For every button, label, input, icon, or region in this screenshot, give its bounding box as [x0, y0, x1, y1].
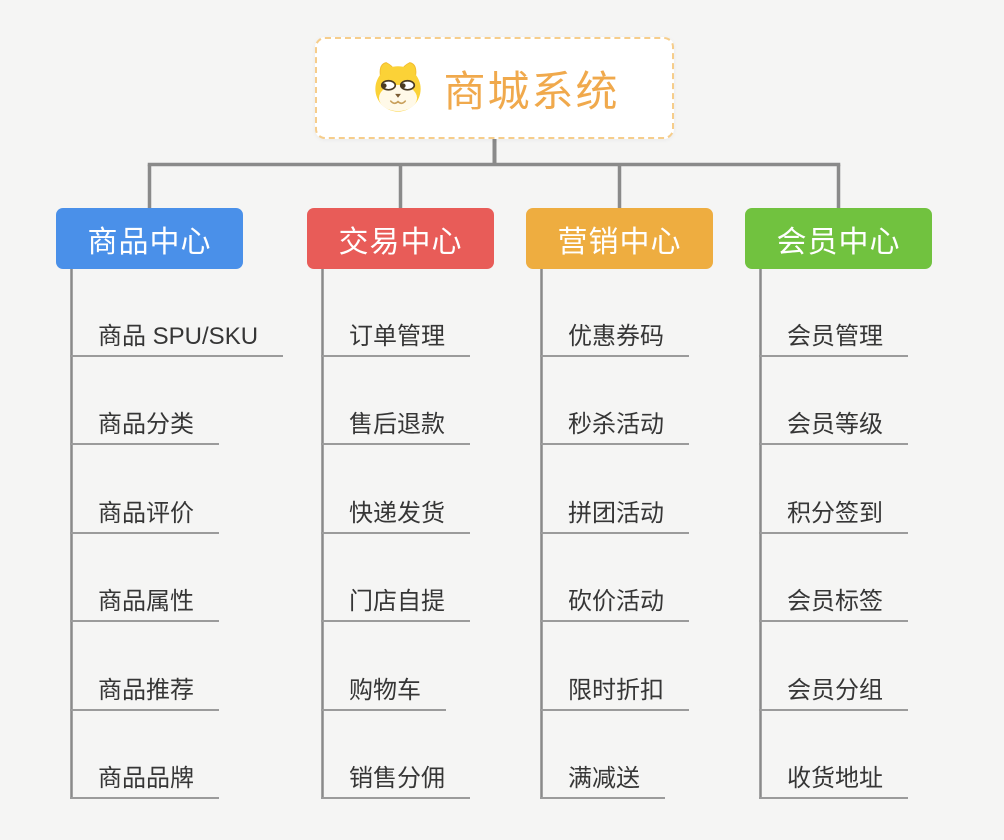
branch-node-2[interactable]: 营销中心: [526, 208, 713, 269]
root-title: 商城系统: [443, 67, 620, 115]
leaf-node[interactable]: 商品推荐: [70, 676, 219, 711]
branch-node-1[interactable]: 交易中心: [307, 208, 494, 269]
leaf-node[interactable]: 满减送: [540, 764, 665, 799]
leaf-node[interactable]: 门店自提: [321, 587, 470, 623]
leaf-node[interactable]: 快递发货: [321, 499, 470, 534]
leaf-node[interactable]: 积分签到: [759, 499, 908, 534]
leaf-node[interactable]: 商品品牌: [70, 764, 219, 799]
leaf-node[interactable]: 限时折扣: [540, 676, 689, 711]
leaf-node[interactable]: 砍价活动: [540, 587, 689, 623]
leaf-node[interactable]: 订单管理: [321, 322, 470, 357]
leaf-node[interactable]: 会员标签: [759, 587, 908, 623]
leaf-node[interactable]: 商品分类: [70, 410, 219, 446]
leaf-node[interactable]: 商品评价: [70, 499, 219, 534]
branch-node-3[interactable]: 会员中心: [745, 208, 932, 269]
dog-face-icon: [375, 62, 422, 112]
leaf-node[interactable]: 秒杀活动: [540, 410, 689, 446]
leaf-node[interactable]: 拼团活动: [540, 499, 689, 534]
leaf-node[interactable]: 售后退款: [321, 410, 470, 446]
leaf-node[interactable]: 商品 SPU/SKU: [70, 322, 284, 357]
root-node[interactable]: 商城系统: [315, 37, 674, 139]
leaf-node[interactable]: 会员管理: [759, 322, 908, 357]
leaf-node[interactable]: 优惠券码: [540, 322, 689, 357]
leaf-node[interactable]: 会员分组: [759, 676, 908, 711]
leaf-node[interactable]: 收货地址: [759, 764, 908, 799]
branch-node-0[interactable]: 商品中心: [56, 208, 243, 269]
leaf-node[interactable]: 购物车: [321, 676, 446, 711]
leaf-node[interactable]: 商品属性: [70, 587, 219, 623]
leaf-node[interactable]: 会员等级: [759, 410, 908, 446]
leaf-node[interactable]: 销售分佣: [321, 764, 470, 799]
